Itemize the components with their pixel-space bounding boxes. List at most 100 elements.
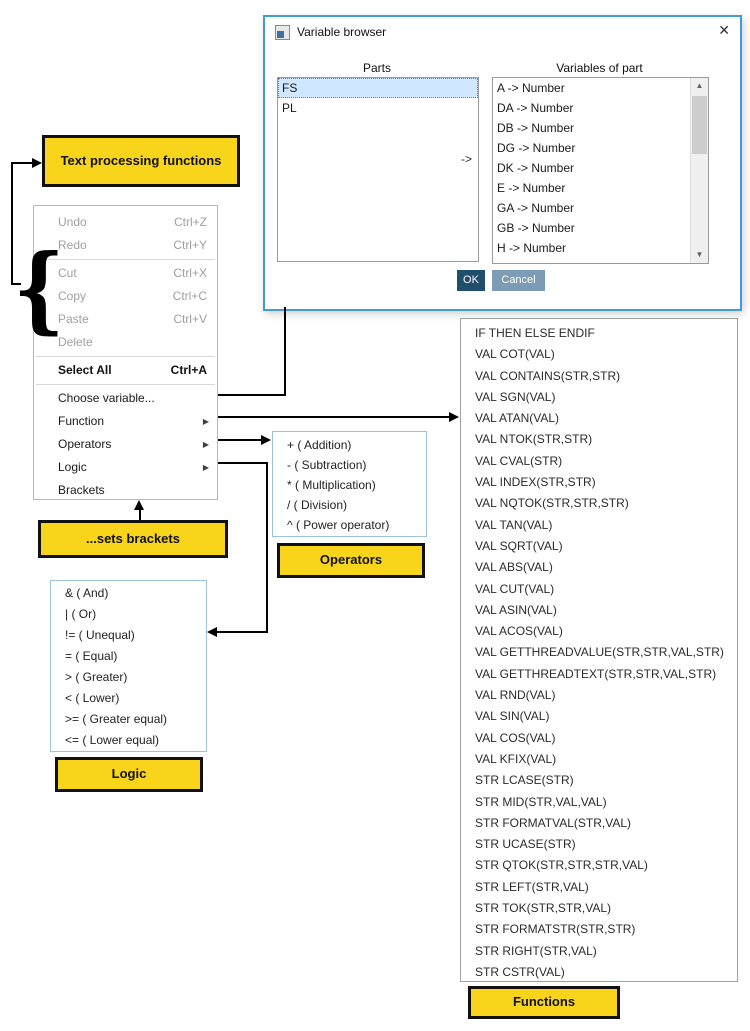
menu-item-brackets[interactable]: Brackets — [58, 483, 105, 497]
function-item[interactable]: STR FORMATSTR(STR,STR) — [475, 922, 636, 937]
function-item[interactable]: VAL COS(VAL) — [475, 730, 556, 745]
shortcut: Ctrl+C — [172, 289, 207, 303]
function-item[interactable]: VAL ATAN(VAL) — [475, 411, 560, 426]
variable-item[interactable]: A -> Number — [497, 81, 565, 95]
function-item[interactable]: STR LEFT(STR,VAL) — [475, 879, 589, 894]
shortcut: Ctrl+V — [173, 312, 207, 326]
function-item[interactable]: VAL NQTOK(STR,STR,STR) — [475, 496, 629, 511]
ok-button[interactable]: OK — [457, 270, 485, 291]
function-item[interactable]: VAL ASIN(VAL) — [475, 602, 557, 617]
logic-item[interactable]: >= ( Greater equal) — [65, 712, 168, 726]
operator-item[interactable]: + ( Addition) — [287, 438, 352, 452]
connector-function — [218, 416, 450, 418]
callout-logic: Logic — [55, 757, 203, 792]
function-item[interactable]: VAL SQRT(VAL) — [475, 538, 563, 553]
function-item[interactable]: STR RIGHT(STR,VAL) — [475, 943, 597, 958]
shortcut: Ctrl+X — [173, 266, 207, 280]
function-item[interactable]: VAL SIN(VAL) — [475, 709, 550, 724]
variable-item[interactable]: GA -> Number — [497, 201, 575, 215]
variable-item[interactable]: E -> Number — [497, 181, 566, 195]
function-item[interactable]: VAL GETTHREADVALUE(STR,STR,VAL,STR) — [475, 645, 724, 660]
part-item[interactable]: PL — [282, 101, 297, 115]
variable-item[interactable]: DK -> Number — [497, 161, 575, 175]
variable-item[interactable]: DA -> Number — [497, 101, 574, 115]
variable-item-clipped[interactable]: K -> Number — [493, 258, 691, 263]
variable-item[interactable]: GB -> Number — [497, 221, 575, 235]
variable-browser-dialog: Variable browser ✕ Parts Variables of pa… — [263, 15, 742, 311]
scroll-down-icon[interactable]: ▼ — [695, 250, 704, 259]
function-item[interactable]: STR LCASE(STR) — [475, 773, 574, 788]
variables-listbox[interactable]: A -> Number DA -> Number DB -> Number DG… — [492, 77, 709, 264]
arrowhead-to-operators — [261, 435, 271, 445]
close-icon[interactable]: ✕ — [718, 22, 730, 38]
operators-submenu: + ( Addition) - ( Subtraction) * ( Multi… — [272, 431, 427, 537]
operator-item[interactable]: ^ ( Power operator) — [287, 518, 390, 532]
variable-item[interactable]: H -> Number — [497, 241, 567, 255]
function-item[interactable]: STR CSTR(VAL) — [475, 964, 565, 979]
submenu-arrow-icon: ▶ — [202, 440, 209, 449]
submenu-arrow-icon: ▶ — [202, 417, 209, 426]
callout-functions: Functions — [468, 986, 620, 1019]
cancel-button[interactable]: Cancel — [492, 270, 545, 291]
operator-item[interactable]: - ( Subtraction) — [287, 458, 367, 472]
function-item[interactable]: VAL KFIX(VAL) — [475, 751, 557, 766]
shortcut: Ctrl+Z — [174, 215, 207, 229]
function-item[interactable]: VAL ABS(VAL) — [475, 560, 553, 575]
callout-text-processing-functions: Text processing functions — [42, 135, 240, 187]
menu-item-function[interactable]: Function▶ — [34, 410, 217, 433]
function-item[interactable]: VAL COT(VAL) — [475, 347, 555, 362]
logic-item[interactable]: != ( Unequal) — [65, 628, 135, 642]
function-item[interactable]: STR MID(STR,VAL,VAL) — [475, 794, 607, 809]
logic-item[interactable]: & ( And) — [65, 586, 109, 600]
function-item[interactable]: VAL CVAL(STR) — [475, 453, 563, 468]
function-item[interactable]: VAL NTOK(STR,STR) — [475, 432, 593, 447]
variable-item[interactable]: DG -> Number — [497, 141, 576, 155]
connector-operators — [218, 439, 262, 441]
function-item[interactable]: STR FORMATVAL(STR,VAL) — [475, 815, 632, 830]
scrollbar[interactable]: ▲ ▼ — [690, 78, 708, 263]
function-item[interactable]: VAL ACOS(VAL) — [475, 624, 563, 639]
parts-listbox[interactable]: FS PL — [277, 77, 479, 262]
connector-brace — [11, 162, 13, 285]
function-item[interactable]: VAL CONTAINS(STR,STR) — [475, 368, 621, 383]
logic-item[interactable]: = ( Equal) — [65, 649, 118, 663]
variables-header: Variables of part — [556, 61, 643, 75]
operator-item[interactable]: / ( Division) — [287, 498, 348, 512]
logic-item[interactable]: > ( Greater) — [65, 670, 128, 684]
callout-operators: Operators — [277, 543, 425, 578]
menu-separator — [36, 384, 215, 385]
variable-item[interactable]: DB -> Number — [497, 121, 575, 135]
logic-item[interactable]: | ( Or) — [65, 607, 97, 621]
operator-item[interactable]: * ( Multiplication) — [287, 478, 376, 492]
function-item[interactable]: VAL SGN(VAL) — [475, 389, 556, 404]
function-item[interactable]: STR UCASE(STR) — [475, 837, 576, 852]
function-item[interactable]: VAL TAN(VAL) — [475, 517, 553, 532]
connector-brace — [11, 162, 32, 164]
logic-item[interactable]: <= ( Lower equal) — [65, 733, 160, 747]
scrollbar-thumb[interactable] — [692, 96, 707, 154]
function-item[interactable]: VAL CUT(VAL) — [475, 581, 555, 596]
menu-item-delete[interactable]: Delete — [58, 335, 93, 349]
function-item[interactable]: VAL GETTHREADTEXT(STR,STR,VAL,STR) — [475, 666, 717, 681]
function-item[interactable]: STR TOK(STR,STR,VAL) — [475, 901, 612, 916]
menu-item-logic[interactable]: Logic▶ — [34, 456, 217, 479]
dialog-title: Variable browser — [297, 25, 387, 39]
connector-logic — [216, 631, 268, 633]
arrowhead-to-text-processing — [32, 158, 42, 168]
function-item[interactable]: STR QTOK(STR,STR,STR,VAL) — [475, 858, 648, 873]
function-item[interactable]: VAL RND(VAL) — [475, 688, 556, 703]
part-item-selected[interactable]: FS — [278, 78, 478, 98]
scroll-up-icon[interactable]: ▲ — [695, 81, 704, 90]
menu-item-operators[interactable]: Operators▶ — [34, 433, 217, 456]
function-item[interactable]: IF THEN ELSE ENDIF — [475, 326, 595, 340]
menu-item-choose-variable[interactable]: Choose variable... — [58, 391, 155, 405]
function-item[interactable]: VAL INDEX(STR,STR) — [475, 475, 596, 490]
logic-item[interactable]: < ( Lower) — [65, 691, 120, 705]
connector-brace — [11, 283, 21, 285]
